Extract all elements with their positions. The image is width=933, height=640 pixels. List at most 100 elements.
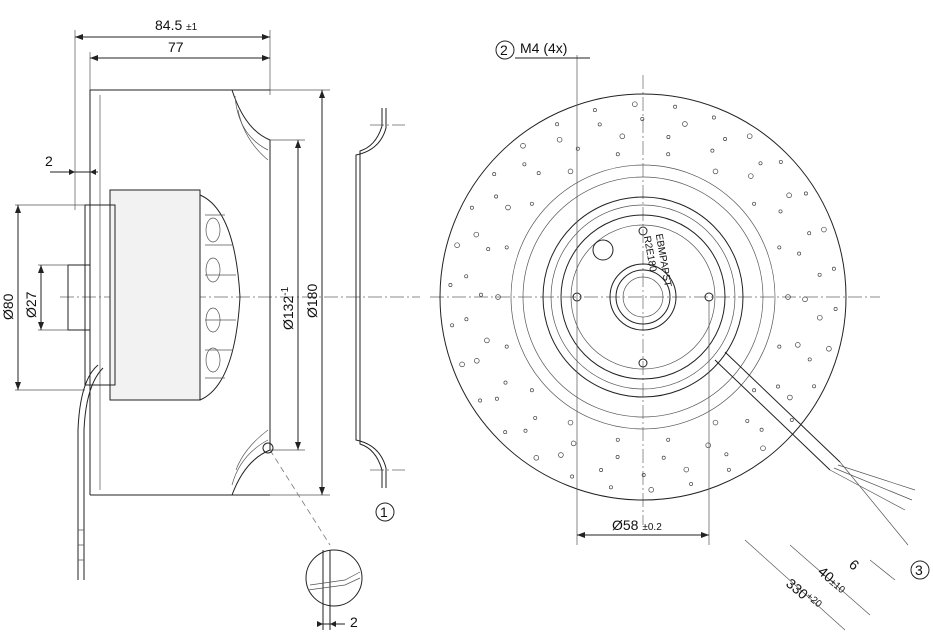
dim-dia-80: Ø80 <box>0 293 16 320</box>
perforation-dot <box>797 251 802 256</box>
perforation-dot <box>575 146 580 151</box>
dim-end-strip: 6 <box>846 556 862 573</box>
perforation-dot <box>752 201 757 206</box>
perforation-dot <box>520 143 526 149</box>
perforation-dot <box>454 242 460 248</box>
perforation-dot <box>785 294 791 300</box>
perforation-dot <box>778 159 783 164</box>
perforation-dot <box>615 437 620 442</box>
dim-thread: M4 (4x) <box>520 40 567 56</box>
perforation-dot <box>474 358 480 364</box>
dim-dia-27: Ø27 <box>23 291 39 318</box>
perforation-dot <box>711 115 716 120</box>
perforation-dot <box>666 437 671 442</box>
perforation-dot <box>746 133 753 139</box>
perforation-dot <box>682 121 688 127</box>
perforation-dot <box>760 445 766 451</box>
perforation-dot <box>533 455 540 461</box>
perforation-dot <box>619 133 626 140</box>
perforation-dot <box>608 485 613 490</box>
perforation-dot <box>776 384 780 389</box>
perforation-dot <box>556 136 563 143</box>
perforation-dot <box>786 192 792 199</box>
perforation-dot <box>683 466 690 473</box>
perforation-dot <box>661 455 666 460</box>
perforation-dot <box>640 117 645 121</box>
perforation-dot <box>615 152 620 157</box>
perforation-dot <box>812 384 817 389</box>
perforation-dot <box>567 168 574 175</box>
rating-label: EBMPAPST R2E180 <box>641 233 673 288</box>
dim-strip-length: 40±10 <box>815 563 850 596</box>
motor-fins <box>205 217 221 373</box>
perforation-dot <box>495 294 501 300</box>
perforation-dot <box>821 226 827 233</box>
perforation-dot <box>533 415 538 420</box>
perforation-dot <box>492 172 497 177</box>
dim-hub: Ø58 ±0.2 <box>612 517 662 533</box>
perforation-dot <box>599 468 604 472</box>
perforation-dot <box>759 427 764 432</box>
perforation-dot <box>777 245 782 250</box>
perforation-dot <box>745 418 750 423</box>
perforation-dot <box>833 307 838 311</box>
dim-dia-180: Ø180 <box>304 284 320 318</box>
perforation-dot <box>666 152 671 157</box>
dim-width-total: 84.5 ±1 <box>155 17 198 33</box>
perforation-dot <box>469 205 474 210</box>
dim-dia-132: Ø132-1 <box>280 286 296 330</box>
perforation-dot <box>479 292 483 297</box>
perforation-dot <box>826 346 832 352</box>
perforation-dot <box>448 283 453 287</box>
callout-1: 1 <box>380 504 388 520</box>
perforation-dot <box>523 428 528 433</box>
dim-flange: 2 <box>45 153 53 169</box>
dim-detail-thickness: 2 <box>350 614 358 630</box>
perforation-dot <box>459 361 465 368</box>
callout-3: 3 <box>915 562 923 578</box>
perforation-dot <box>758 161 763 166</box>
perforation-dot <box>817 272 822 277</box>
perforation-dot <box>570 474 575 479</box>
perforation-dot <box>504 344 509 349</box>
perforation-dot <box>592 108 597 113</box>
perforation-dot <box>795 342 801 348</box>
perforation-dot <box>807 231 812 236</box>
perforation-dot <box>748 173 754 179</box>
perforation-dot <box>558 452 564 458</box>
perforation-dot <box>712 168 719 175</box>
perforation-dot <box>504 245 509 250</box>
callout-2: 2 <box>500 42 508 58</box>
side-view: 84.5 ±1 77 2 <box>0 17 420 580</box>
perforation-dot <box>473 231 480 238</box>
perforation-dot <box>778 209 783 214</box>
inlet-ring-profile: 1 <box>355 108 405 522</box>
perforation-dot <box>802 296 808 303</box>
impeller-dots <box>448 101 838 493</box>
perforation-dot <box>450 323 455 328</box>
perforation-dot <box>615 455 620 459</box>
perforation-dot <box>641 473 646 477</box>
front-view: EBMPAPST R2E180 3 2 M4 (4x) Ø58 ±0.2 330… <box>430 40 930 631</box>
detail-view: 2 <box>305 549 363 630</box>
perforation-dot <box>503 380 508 385</box>
dim-cable-length: 330+20 <box>783 575 825 613</box>
perforation-dot <box>555 122 560 127</box>
perforation-dot <box>529 201 534 206</box>
perforation-dot <box>570 440 577 447</box>
perforation-dot <box>689 481 694 486</box>
perforation-dot <box>777 344 782 349</box>
perforation-dot <box>789 417 794 422</box>
perforation-dot <box>464 274 469 279</box>
perforation-dot <box>831 266 836 271</box>
perforation-dot <box>536 171 541 176</box>
perforation-dot <box>807 357 812 362</box>
perforation-dot <box>673 104 678 109</box>
perforation-dot <box>632 101 638 107</box>
perforation-dot <box>705 442 711 449</box>
perforation-dot <box>724 452 729 457</box>
perforation-dot <box>505 204 511 211</box>
perforation-dot <box>648 487 654 493</box>
perforation-dot <box>494 396 499 401</box>
perforation-dot <box>817 314 823 321</box>
